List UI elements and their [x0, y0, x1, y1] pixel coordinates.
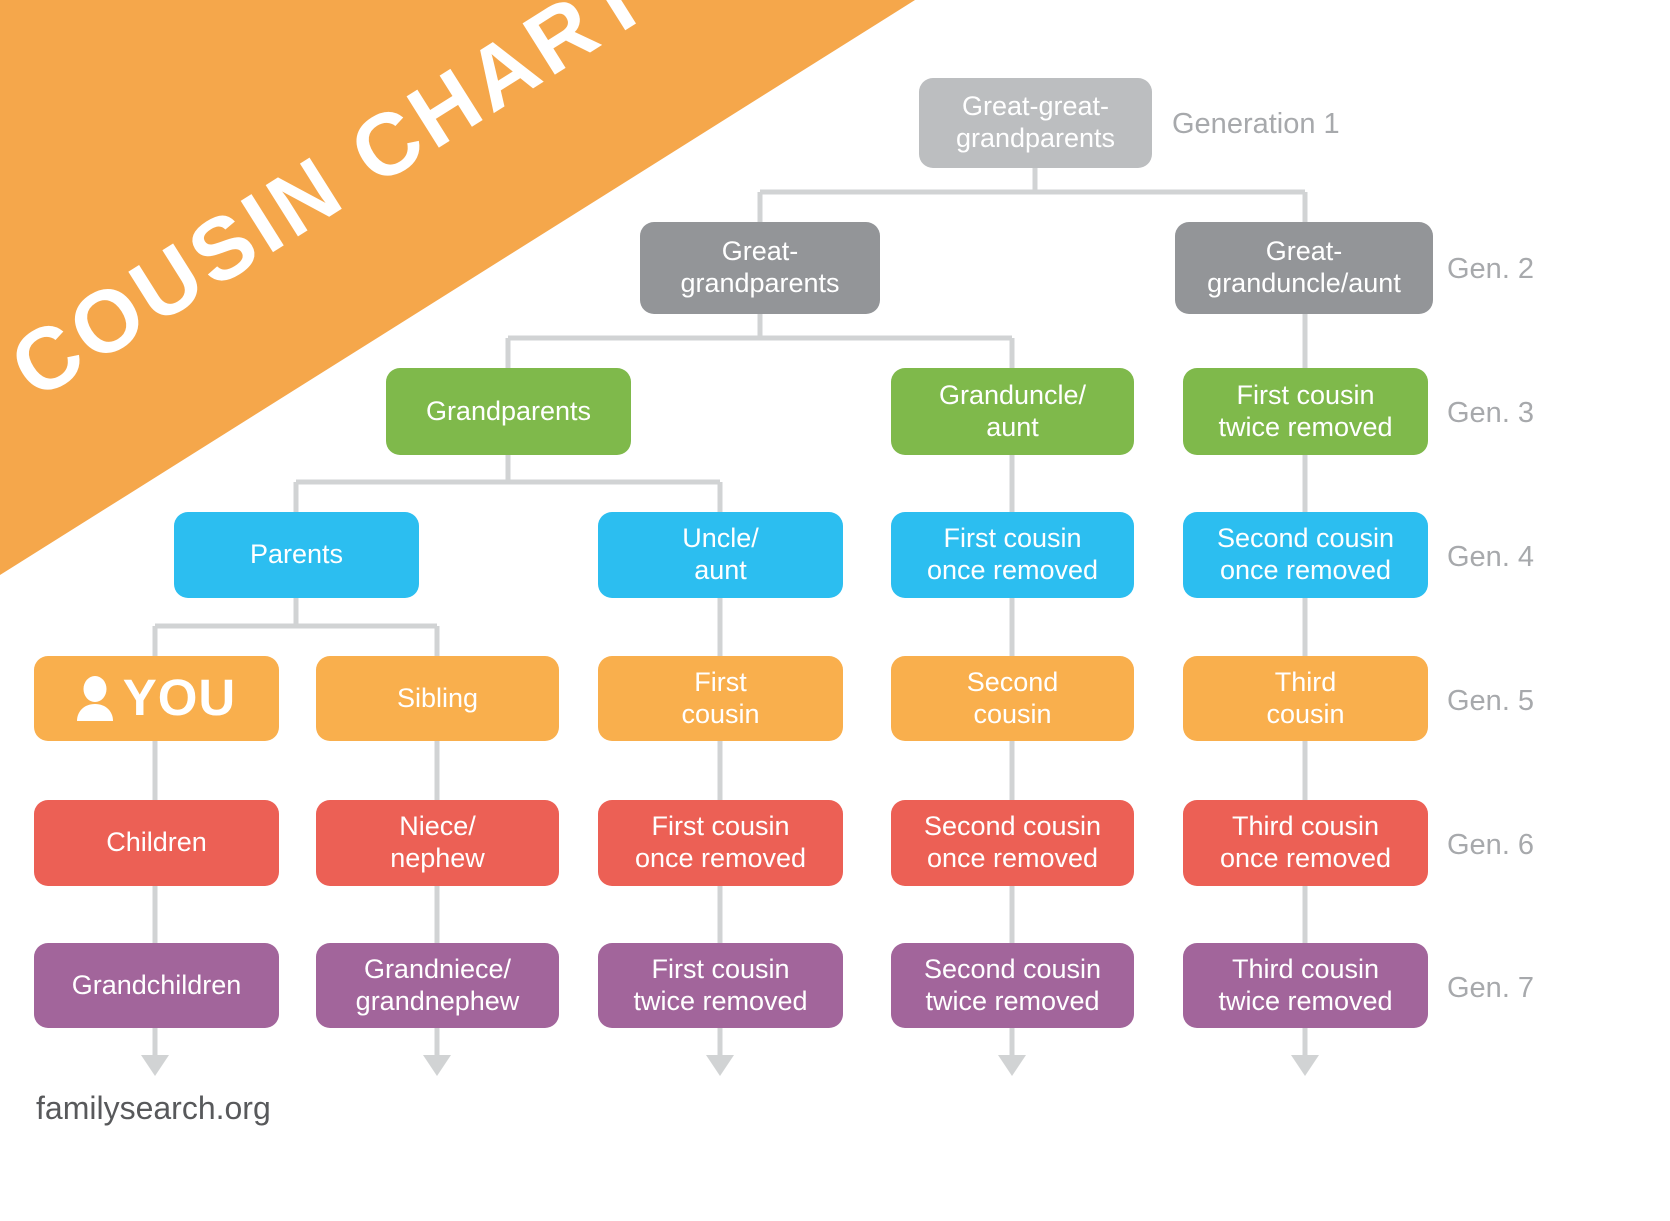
node-great-granduncle-aunt[interactable]: Great- granduncle/aunt: [1175, 222, 1433, 314]
gen-label-2: Gen. 2: [1447, 253, 1535, 285]
node-second-cousin-once-removed-g6[interactable]: Second cousin once removed: [891, 800, 1134, 886]
node-niece-nephew[interactable]: Niece/ nephew: [316, 800, 559, 886]
node-you[interactable]: YOU: [34, 656, 279, 741]
node-great-great-grandparents[interactable]: Great-great- grandparents: [919, 78, 1152, 168]
node-grandchildren[interactable]: Grandchildren: [34, 943, 279, 1028]
node-children[interactable]: Children: [34, 800, 279, 886]
gen-label-3: Gen. 3: [1447, 397, 1535, 429]
node-granduncle-aunt[interactable]: Granduncle/ aunt: [891, 368, 1134, 455]
node-grandniece-grandnephew[interactable]: Grandniece/ grandnephew: [316, 943, 559, 1028]
node-first-cousin[interactable]: First cousin: [598, 656, 843, 741]
gen-label-1: Generation 1: [1172, 108, 1340, 140]
node-first-cousin-twice-removed-g7[interactable]: First cousin twice removed: [598, 943, 843, 1028]
node-third-cousin-once-removed-g6[interactable]: Third cousin once removed: [1183, 800, 1428, 886]
gen-label-7: Gen. 7: [1447, 972, 1535, 1004]
node-second-cousin-twice-removed-g7[interactable]: Second cousin twice removed: [891, 943, 1134, 1028]
gen-label-5: Gen. 5: [1447, 685, 1535, 717]
source-url[interactable]: familysearch.org: [36, 1090, 271, 1126]
node-second-cousin[interactable]: Second cousin: [891, 656, 1134, 741]
node-third-cousin-twice-removed-g7[interactable]: Third cousin twice removed: [1183, 943, 1428, 1028]
node-first-cousin-once-removed-g6[interactable]: First cousin once removed: [598, 800, 843, 886]
node-you-label: YOU: [122, 669, 237, 727]
diagonal-banner: [0, 0, 915, 575]
node-first-cousin-twice-removed-g3[interactable]: First cousin twice removed: [1183, 368, 1428, 455]
gen-label-4: Gen. 4: [1447, 541, 1535, 573]
person-icon: [73, 675, 117, 722]
node-first-cousin-once-removed-g4[interactable]: First cousin once removed: [891, 512, 1134, 598]
node-third-cousin[interactable]: Third cousin: [1183, 656, 1428, 741]
node-sibling[interactable]: Sibling: [316, 656, 559, 741]
node-second-cousin-once-removed-g4[interactable]: Second cousin once removed: [1183, 512, 1428, 598]
gen-label-6: Gen. 6: [1447, 829, 1535, 861]
